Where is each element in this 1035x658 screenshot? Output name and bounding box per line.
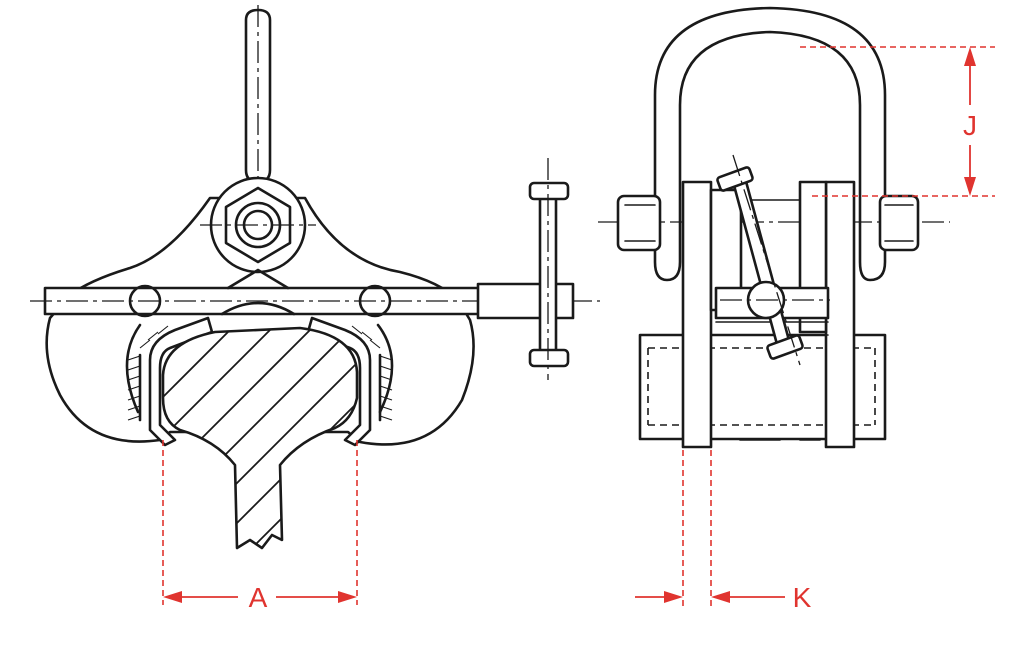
t-handle xyxy=(476,158,575,380)
cross-bolt xyxy=(598,194,950,252)
dimension-k: K xyxy=(635,450,812,613)
dimension-a: A xyxy=(162,440,358,613)
pivot-nut-assembly xyxy=(200,176,316,274)
dimension-k-label: K xyxy=(793,582,812,613)
spindle-bar xyxy=(30,268,600,318)
dimension-j: J xyxy=(800,46,995,197)
dimension-a-label: A xyxy=(249,582,268,613)
inclined-t-handle xyxy=(716,154,830,366)
side-view: J K xyxy=(598,6,995,613)
front-view: A xyxy=(30,5,600,613)
shackle xyxy=(653,6,887,282)
right-jaw xyxy=(306,316,393,447)
left-jaw xyxy=(127,316,214,447)
dimension-j-label: J xyxy=(963,110,977,141)
